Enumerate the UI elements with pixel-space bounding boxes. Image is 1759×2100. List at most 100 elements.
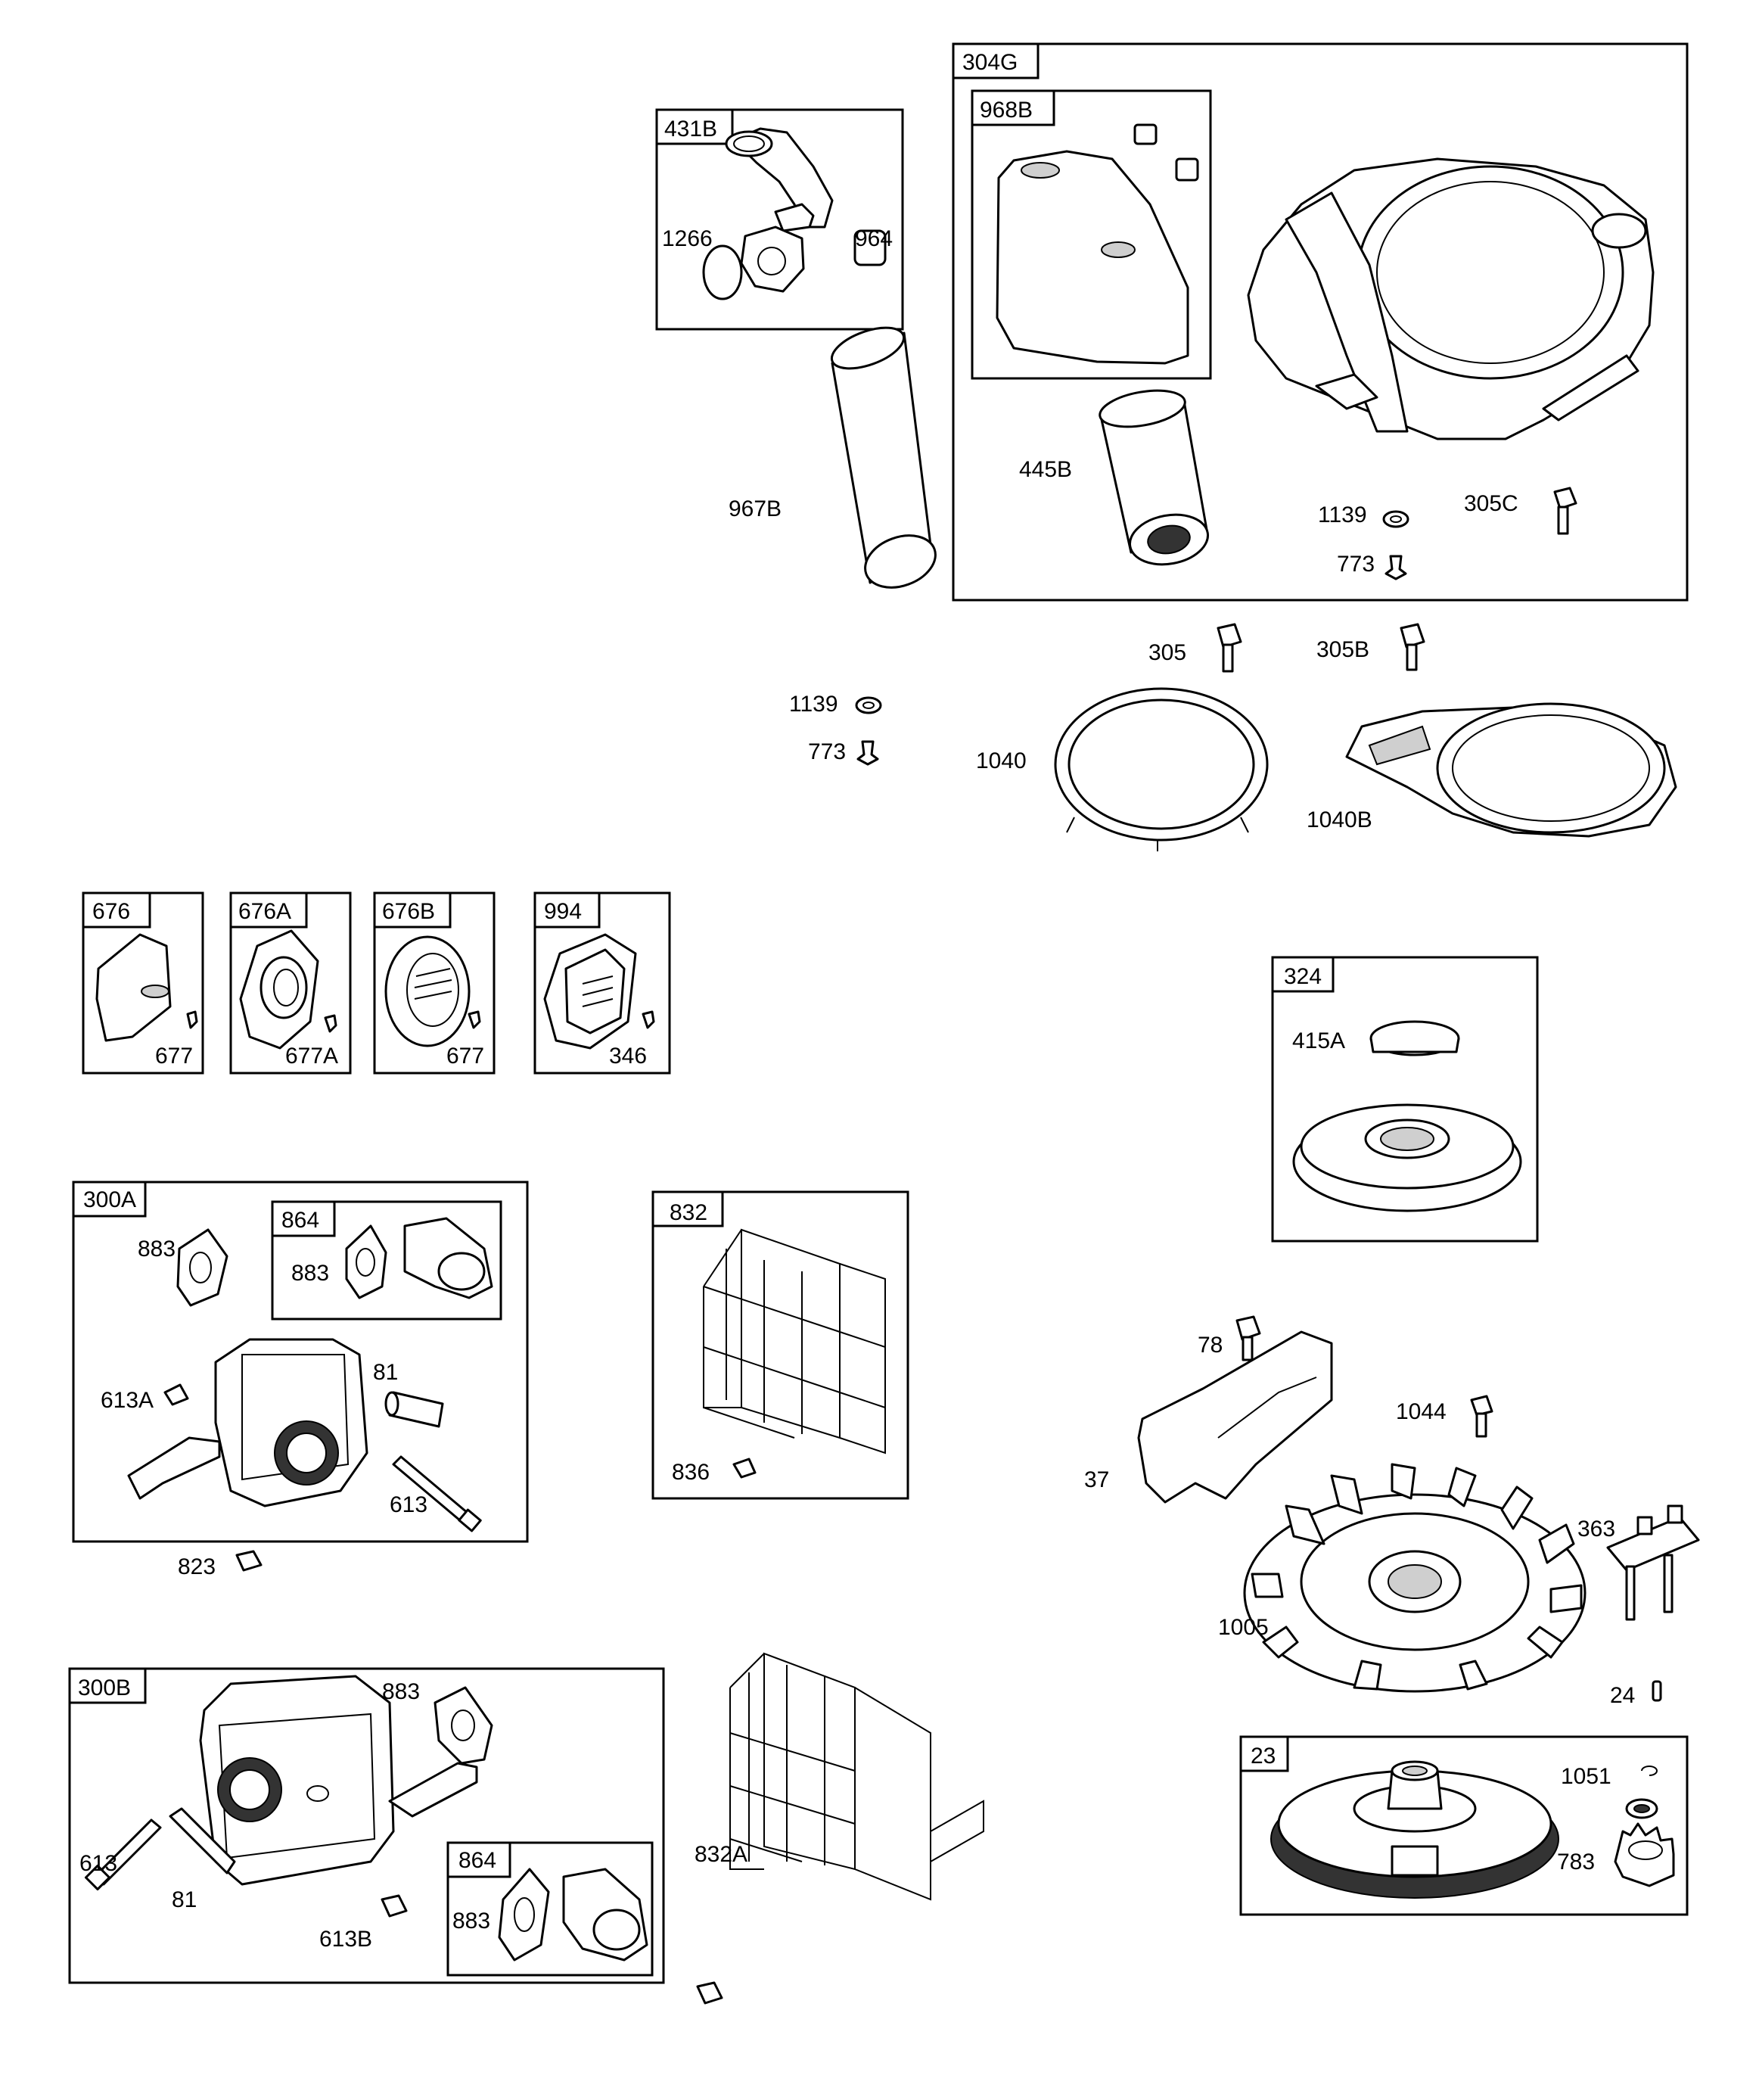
guard-cage-832A-part (729, 1652, 984, 1901)
group-label-300B: 300B (78, 1675, 131, 1700)
part-label-78: 78 (1198, 1333, 1223, 1358)
muffler-300A-part (127, 1338, 368, 1507)
part-label-832A: 832A (695, 1842, 747, 1867)
part-label-967B: 967B (729, 496, 782, 521)
part-label-773a: 773 (1337, 552, 1375, 577)
fuel-tank-part (996, 123, 1199, 365)
o-ring-part (702, 244, 743, 300)
group-label-676B: 676B (382, 899, 435, 924)
gasket-883a-part (176, 1228, 228, 1307)
group-label-431B: 431B (664, 117, 717, 142)
group-label-864b: 864 (458, 1848, 496, 1873)
group-label-676A: 676A (238, 899, 291, 924)
part-label-1266: 1266 (662, 226, 713, 251)
intake-elbow-part (725, 127, 834, 232)
tube-81a-part (384, 1391, 444, 1428)
adapter-864a-part (403, 1217, 493, 1299)
part-label-305B: 305B (1316, 637, 1369, 662)
group-431B: 431B 1266 964 (655, 108, 904, 331)
part-label-773b: 773 (808, 739, 846, 764)
gasket-883d-part (498, 1868, 550, 1962)
part-label-883a: 883 (138, 1237, 176, 1262)
guard-676-part (95, 933, 172, 1042)
part-label-883b: 883 (291, 1261, 329, 1286)
part-label-305: 305 (1148, 640, 1186, 665)
part-label-1005: 1005 (1218, 1615, 1269, 1640)
air-filter-part: 445B (1019, 389, 1210, 566)
part-label-836: 836 (672, 1460, 710, 1485)
part-label-346: 346 (609, 1044, 647, 1069)
part-label-1044: 1044 (1396, 1399, 1447, 1424)
pin-773b (856, 740, 879, 766)
bolt-1044 (1470, 1395, 1493, 1438)
part-label-613a: 613 (390, 1492, 427, 1517)
part-label-883d: 883 (452, 1909, 490, 1934)
group-994: 994 346 (533, 891, 671, 1075)
group-label-23: 23 (1251, 1744, 1276, 1769)
group-label-300A: 300A (83, 1187, 136, 1212)
group-label-864a: 864 (281, 1208, 319, 1233)
bolt-305 (1217, 623, 1242, 673)
part-label-81a: 81 (373, 1360, 398, 1385)
guard-676B-part (384, 935, 471, 1047)
part-label-677a: 677 (155, 1044, 193, 1069)
gasket-883b-part (345, 1224, 387, 1299)
washer-1139a (1382, 510, 1409, 528)
part-label-677A: 677A (285, 1044, 338, 1069)
part-label-305C: 305C (1464, 491, 1518, 516)
sleeve-part (853, 229, 887, 266)
bolt-305B (1400, 623, 1425, 671)
part-label-613A: 613A (101, 1388, 154, 1413)
group-label-324: 324 (1284, 964, 1322, 989)
group-676B: 676B 677 (373, 891, 496, 1075)
flywheel-23-part (1270, 1760, 1559, 1899)
screw-823 (235, 1550, 263, 1572)
part-label-783: 783 (1557, 1850, 1595, 1874)
bracket-81b-part (169, 1807, 236, 1874)
group-label-968B: 968B (980, 98, 1033, 123)
part-label-415A: 415A (1292, 1028, 1345, 1053)
part-label-613b: 613 (79, 1851, 117, 1876)
shroud-1040B (1345, 702, 1677, 838)
part-label-1040: 1040 (976, 748, 1027, 773)
bolt-78 (1235, 1315, 1261, 1361)
armature-363-part (1606, 1504, 1700, 1621)
blower-housing-part (1247, 157, 1655, 440)
part-label-24: 24 (1610, 1683, 1635, 1708)
screw-loose (696, 1981, 723, 2005)
key-24-part (1652, 1680, 1662, 1702)
flywheel-fan-1005-part (1243, 1463, 1587, 1693)
muffler-300B-part (199, 1675, 478, 1886)
group-324: 324 415A (1271, 956, 1539, 1243)
cap-415A-part (1369, 1020, 1460, 1056)
part-label-1051: 1051 (1561, 1764, 1611, 1789)
screw-613B (381, 1894, 408, 1918)
air-guide-37-part (1137, 1330, 1333, 1504)
washer-1139b (855, 696, 882, 714)
part-label-883c: 883 (382, 1679, 420, 1704)
part-label-1040B: 1040B (1307, 807, 1372, 832)
screen-324-part (1292, 1103, 1522, 1212)
group-304G: 304G 968B 445B (952, 42, 1689, 602)
group-23: 23 1051 783 (1239, 1735, 1689, 1916)
screw-836 (732, 1458, 757, 1479)
gear-783-part (1614, 1822, 1675, 1887)
part-label-1139a: 1139 (1318, 502, 1367, 527)
stud-613b-part (84, 1818, 162, 1891)
group-300A: 300A 864 883 883 613A (72, 1181, 529, 1543)
part-label-81b: 81 (172, 1887, 197, 1912)
intake-gasket-part (740, 226, 805, 293)
bolt-305C (1553, 487, 1577, 535)
adapter-864b-part (562, 1868, 648, 1962)
group-676A: 676A 677A (229, 891, 352, 1075)
baffle-ring-1040 (1054, 687, 1269, 851)
screw-613A (163, 1383, 189, 1406)
group-832: 832 836 (651, 1190, 909, 1500)
part-label-677b: 677 (446, 1044, 484, 1069)
guard-cage-832-part (703, 1228, 886, 1454)
group-676: 676 677 (82, 891, 204, 1075)
stud-613a-part (392, 1455, 482, 1532)
part-967B: 967B (729, 326, 937, 589)
group-300B: 300B 864 883 613 81 613B (68, 1667, 665, 1984)
